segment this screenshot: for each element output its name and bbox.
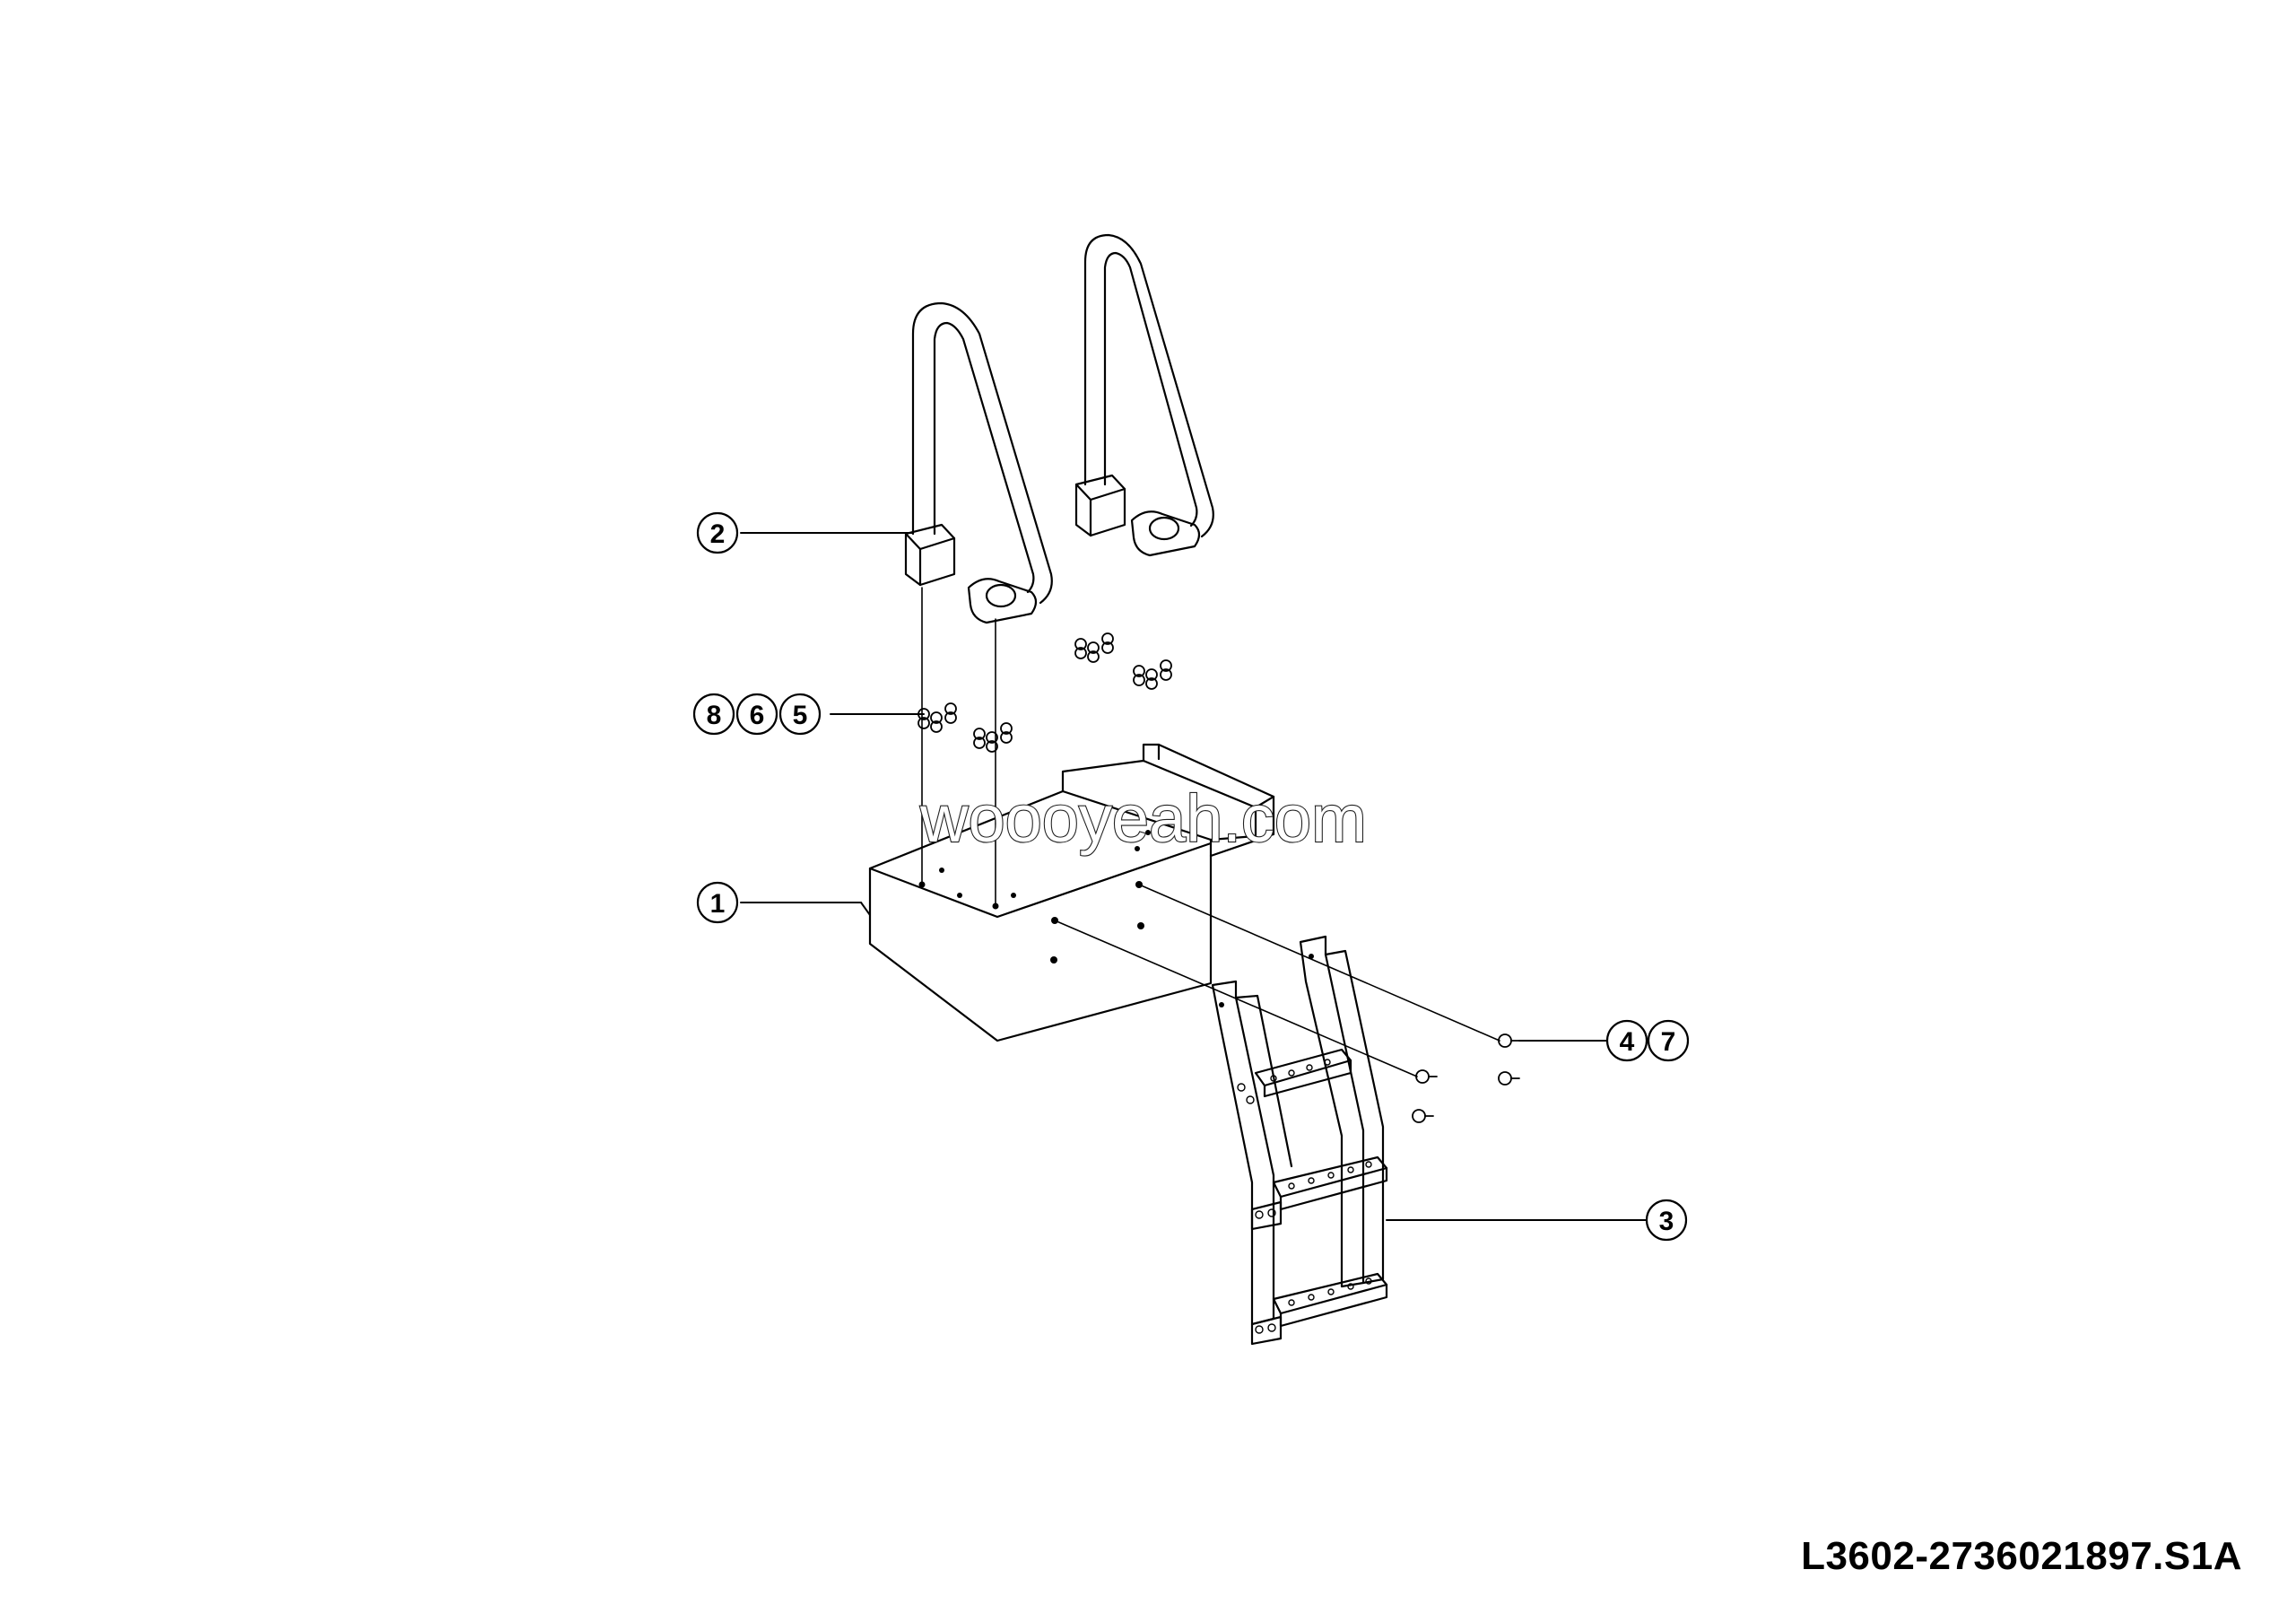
callout-5-label: 5 — [793, 701, 808, 730]
callout-3-label: 3 — [1659, 1207, 1674, 1236]
callout-3: 3 — [1645, 1199, 1688, 1242]
watermark: woooyeah.com — [919, 781, 1367, 856]
ladder — [1211, 935, 1388, 1346]
callout-1-label: 1 — [710, 889, 726, 919]
assembly-lines-diagonal — [1054, 884, 1500, 1077]
callout-1: 1 — [696, 881, 739, 924]
assembly-lines-vertical — [921, 587, 996, 907]
handrail-left — [904, 301, 1053, 624]
callout-47: 4 7 — [1605, 1019, 1690, 1062]
callout-4-label: 4 — [1620, 1027, 1635, 1057]
callout-865: 8 6 5 — [692, 693, 822, 736]
callout-7-label: 7 — [1661, 1027, 1676, 1057]
handrail-right — [1074, 233, 1214, 557]
drawing-code: L3602-2736021897.S1A — [1801, 1534, 2242, 1578]
callout-2-label: 2 — [710, 519, 726, 549]
callout-8-label: 8 — [707, 701, 722, 730]
hardware-clusters — [918, 632, 1172, 753]
callout-2: 2 — [696, 511, 739, 554]
callout-leaders — [740, 532, 1648, 1221]
callout-6-label: 6 — [750, 701, 765, 730]
step-box — [868, 743, 1275, 1042]
bolts — [1412, 1033, 1520, 1123]
